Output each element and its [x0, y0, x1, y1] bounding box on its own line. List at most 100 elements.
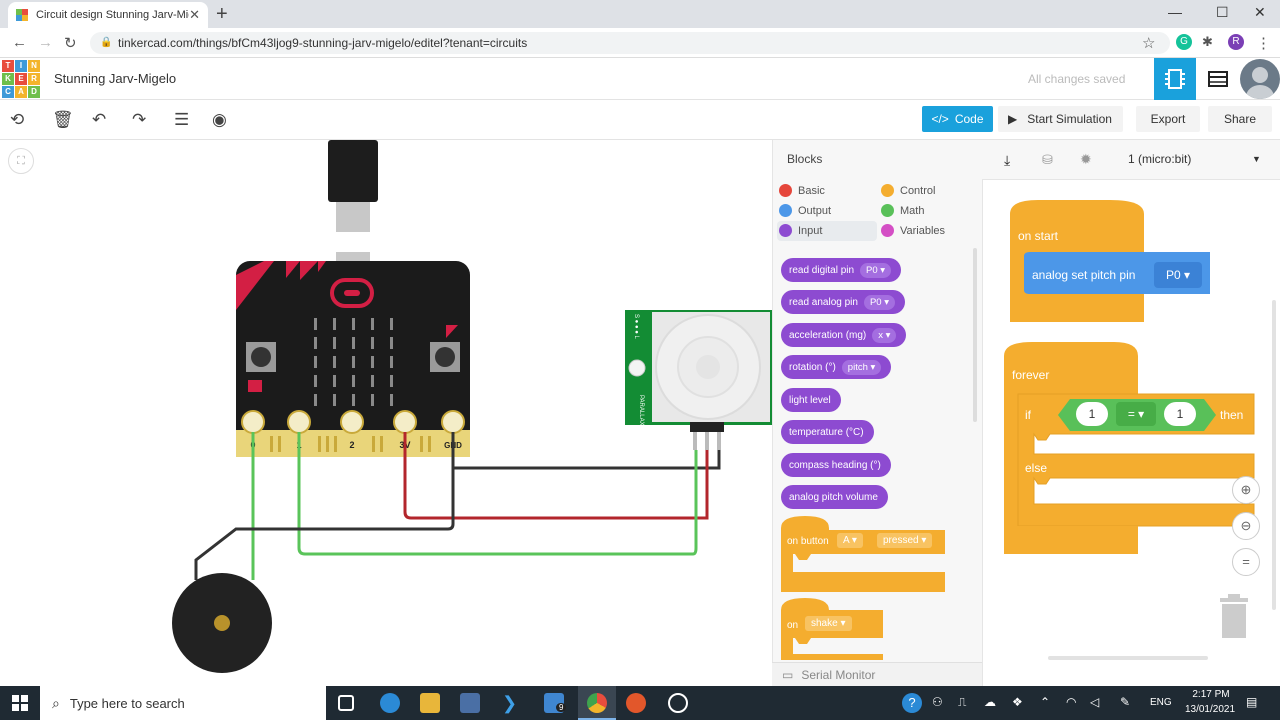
button-a[interactable]: [246, 342, 276, 372]
minimize-icon[interactable]: —: [1168, 4, 1182, 20]
circuit-canvas[interactable]: 0 1 2 3V GND PARALLAX S ● ● ● L: [0, 140, 773, 686]
block-on-button[interactable]: on button A ▾ pressed ▾: [781, 516, 945, 594]
code-vertical-scrollbar[interactable]: [1272, 300, 1276, 610]
pen-icon[interactable]: ✎: [1120, 695, 1131, 709]
piezo-buzzer[interactable]: [172, 573, 272, 673]
right-operand-input[interactable]: 1: [1164, 402, 1196, 426]
obs-icon[interactable]: [668, 693, 688, 713]
reload-icon[interactable]: ↻: [64, 35, 77, 52]
mail-icon[interactable]: 9: [544, 693, 567, 713]
task-view-icon[interactable]: [338, 695, 354, 711]
rotate-icon[interactable]: ⟲: [10, 110, 25, 129]
design-title[interactable]: Stunning Jarv-Migelo: [54, 71, 177, 86]
user-avatar[interactable]: [1240, 59, 1280, 99]
store-icon[interactable]: [460, 693, 480, 713]
clock-time[interactable]: 2:17 PM: [1192, 689, 1230, 700]
people-icon[interactable]: ⚇: [932, 695, 943, 709]
export-button[interactable]: Export: [1136, 106, 1200, 132]
bookmark-star-icon[interactable]: ☆: [1142, 35, 1156, 52]
clock-date[interactable]: 13/01/2021: [1184, 704, 1236, 715]
component-list-button[interactable]: [1198, 58, 1238, 100]
left-operand-input[interactable]: 1: [1076, 402, 1108, 426]
code-button[interactable]: </> Code: [922, 106, 993, 132]
zoom-out-icon[interactable]: ⊖: [1232, 512, 1260, 540]
state-dropdown[interactable]: pressed ▾: [877, 533, 933, 548]
dropbox-icon[interactable]: ❖: [1012, 695, 1023, 709]
block-on-gesture[interactable]: on shake ▾: [781, 598, 883, 660]
pitch-pin-dropdown[interactable]: P0 ▾: [1154, 262, 1202, 288]
block-rotation[interactable]: rotation (°)pitch ▾: [781, 355, 892, 379]
visibility-icon[interactable]: ◉: [212, 110, 227, 129]
grammarly-extension-icon[interactable]: G: [1176, 34, 1192, 50]
help-icon[interactable]: ?: [902, 693, 922, 713]
redo-icon[interactable]: ↷: [132, 110, 147, 129]
back-icon[interactable]: ←: [12, 34, 27, 51]
chrome-taskbar-button[interactable]: [578, 686, 616, 720]
share-button[interactable]: Share: [1208, 106, 1272, 132]
download-icon[interactable]: ⤓: [1004, 152, 1011, 168]
pir-sensor[interactable]: PARALLAX S ● ● ● L: [625, 310, 773, 450]
new-tab-button[interactable]: +: [216, 3, 228, 25]
notifications-icon[interactable]: ▤: [1246, 695, 1258, 709]
block-acceleration[interactable]: acceleration (mg)x ▾: [781, 323, 907, 347]
profile-avatar[interactable]: R: [1228, 34, 1244, 50]
browser-menu-icon[interactable]: ⋮: [1256, 35, 1271, 52]
microbit-board[interactable]: 0 1 2 3V GND: [236, 261, 470, 457]
usb-icon[interactable]: ⎍: [958, 695, 967, 709]
delete-icon[interactable]: 🗑: [52, 110, 74, 129]
tinkercad-logo[interactable]: T I N K E R C A D: [2, 60, 40, 98]
code-horizontal-scrollbar[interactable]: [1048, 656, 1208, 660]
taskbar-search[interactable]: ⌕ Type here to search: [40, 686, 326, 720]
category-control[interactable]: Control: [881, 184, 935, 197]
language-indicator[interactable]: ENG: [1150, 697, 1172, 708]
fit-view-icon[interactable]: ⛶: [8, 148, 34, 174]
vscode-icon[interactable]: ❯: [502, 693, 518, 713]
chevron-down-icon[interactable]: ▼: [1252, 154, 1261, 164]
edge-icon[interactable]: [380, 693, 400, 713]
forward-icon[interactable]: →: [38, 34, 53, 51]
palette-scrollbar[interactable]: [973, 248, 977, 422]
button-dropdown[interactable]: A ▾: [837, 533, 863, 548]
wires[interactable]: [194, 432, 721, 580]
file-explorer-icon[interactable]: [420, 693, 440, 713]
category-input[interactable]: Input: [779, 224, 822, 237]
reset-zoom-icon[interactable]: =: [1232, 548, 1260, 576]
axis-dropdown[interactable]: x ▾: [872, 327, 897, 343]
on-start-block[interactable]: [1010, 200, 1270, 324]
tab-close-icon[interactable]: ✕: [189, 7, 200, 22]
browser-tab[interactable]: Circuit design Stunning Jarv-Mig ✕: [8, 2, 208, 28]
maximize-icon[interactable]: ☐: [1216, 4, 1229, 20]
category-variables[interactable]: Variables: [881, 224, 945, 237]
gesture-dropdown[interactable]: shake ▾: [805, 616, 852, 631]
wifi-icon[interactable]: ◠: [1066, 695, 1077, 709]
block-temperature[interactable]: temperature (°C): [781, 420, 874, 444]
upload-icon[interactable]: ⛁: [1042, 152, 1053, 167]
block-analog-pitch-volume[interactable]: analog pitch volume: [781, 485, 888, 509]
usb-cable[interactable]: [328, 140, 378, 264]
address-bar[interactable]: 🔒 tinkercad.com/things/bfCm43ljog9-stunn…: [90, 32, 1170, 54]
undo-icon[interactable]: ↶: [92, 110, 107, 129]
debug-bug-icon[interactable]: ✹: [1080, 151, 1092, 167]
button-b[interactable]: [430, 342, 460, 372]
extensions-puzzle-icon[interactable]: ✱: [1202, 34, 1213, 49]
trash-icon[interactable]: [1218, 592, 1250, 638]
circuit-view-button[interactable]: [1154, 58, 1196, 100]
category-basic[interactable]: Basic: [779, 184, 825, 197]
category-math[interactable]: Math: [881, 204, 924, 217]
pin-dropdown[interactable]: P0 ▾: [863, 294, 895, 310]
windows-start-icon[interactable]: [12, 695, 28, 711]
notes-icon[interactable]: ☰: [174, 110, 190, 129]
zoom-in-icon[interactable]: ⊕: [1232, 476, 1260, 504]
onedrive-icon[interactable]: ☁: [984, 695, 996, 709]
volume-icon[interactable]: ◁: [1090, 695, 1100, 709]
device-selector[interactable]: 1 (micro:bit): [1128, 152, 1192, 166]
block-compass-heading[interactable]: compass heading (°): [781, 453, 891, 477]
rotation-dropdown[interactable]: pitch ▾: [841, 359, 882, 375]
start-simulation-button[interactable]: ▶ Start Simulation: [998, 106, 1123, 132]
serial-monitor-toggle[interactable]: ▭ Serial Monitor: [772, 662, 982, 686]
category-output[interactable]: Output: [779, 204, 831, 217]
block-light-level[interactable]: light level: [781, 388, 841, 412]
pin-dropdown[interactable]: P0 ▾: [860, 262, 892, 278]
operator-dropdown[interactable]: = ▾: [1116, 402, 1156, 426]
